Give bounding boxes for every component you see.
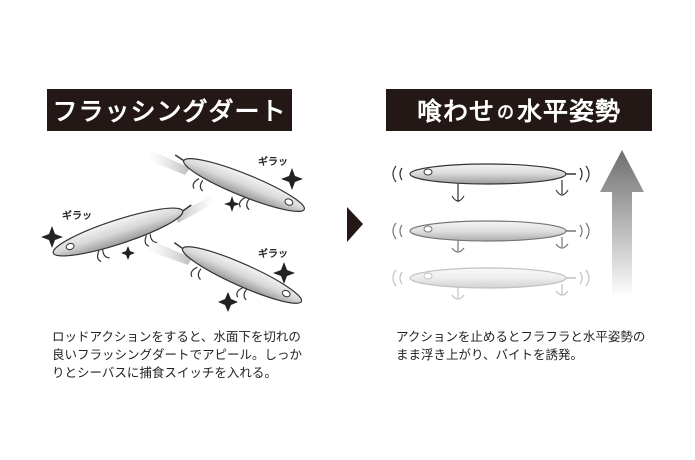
- up-arrow-icon: [600, 150, 644, 298]
- lure-dart-middle: ギラッ: [41, 196, 215, 263]
- right-title-part1: 喰わせ: [416, 97, 495, 126]
- right-description-line: まま浮き上がり、バイトを誘発。: [396, 347, 584, 362]
- lure-horizontal-bottom: [392, 267, 590, 300]
- onomatopoeia-label: ギラッ: [258, 247, 288, 260]
- right-title-part2: の: [497, 102, 515, 123]
- lure-dart-bottom: ギラッ: [146, 240, 303, 312]
- lure-dart-top: ギラッ: [148, 150, 306, 212]
- lure-horizontal-middle: [392, 220, 590, 253]
- onomatopoeia-label: ギラッ: [62, 209, 92, 222]
- right-title-banner: 喰わせ の 水平姿勢: [386, 89, 652, 131]
- right-description-line: アクションを止めるとフラフラと水平姿勢の: [396, 329, 646, 344]
- left-title-text: フラッシングダート: [52, 97, 287, 126]
- left-description-line: 良いフラッシングダートでアピール。しっか: [52, 347, 303, 362]
- left-description-line: りとシーバスに捕食スイッチを入れる。: [52, 365, 277, 380]
- left-description: ロッドアクションをすると、水面下を切れの 良いフラッシングダートでアピール。しっ…: [52, 328, 302, 382]
- triangle-right-icon: [347, 207, 363, 242]
- left-title-banner: フラッシングダート: [47, 89, 292, 131]
- right-description: アクションを止めるとフラフラと水平姿勢の まま浮き上がり、バイトを誘発。: [396, 328, 645, 364]
- right-title-part3: 水平姿勢: [517, 97, 622, 126]
- onomatopoeia-label: ギラッ: [258, 155, 288, 168]
- lure-horizontal-top: [392, 163, 590, 202]
- left-description-line: ロッドアクションをすると、水面下を切れの: [52, 329, 301, 344]
